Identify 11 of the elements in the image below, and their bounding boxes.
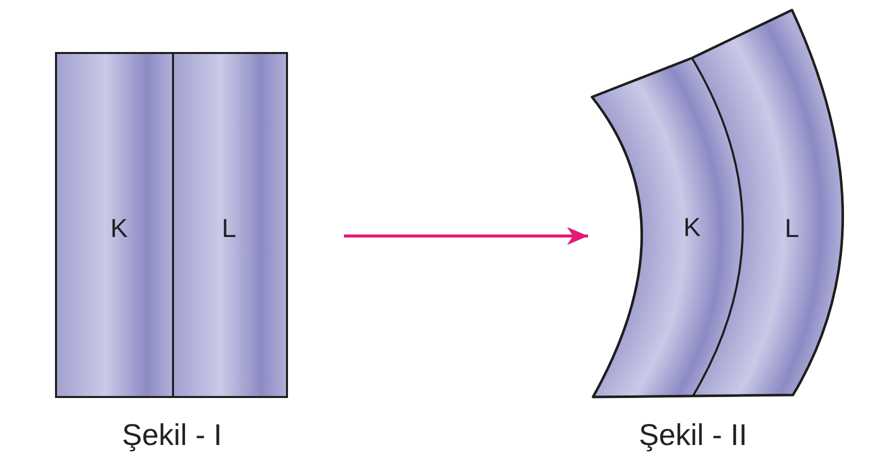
arrow [344, 227, 588, 245]
bimetal-strip [55, 52, 288, 398]
strip-label: L [784, 213, 800, 243]
strip-label: K [110, 213, 128, 243]
figure-caption: Şekil - II [638, 419, 748, 453]
bent-bimetal-strip [590, 8, 846, 400]
metal-strip [57, 54, 172, 396]
metal-strip [172, 54, 286, 396]
strip-label: L [222, 213, 236, 243]
strip-label: K [683, 212, 701, 242]
figure-caption: Şekil - I [122, 419, 222, 453]
